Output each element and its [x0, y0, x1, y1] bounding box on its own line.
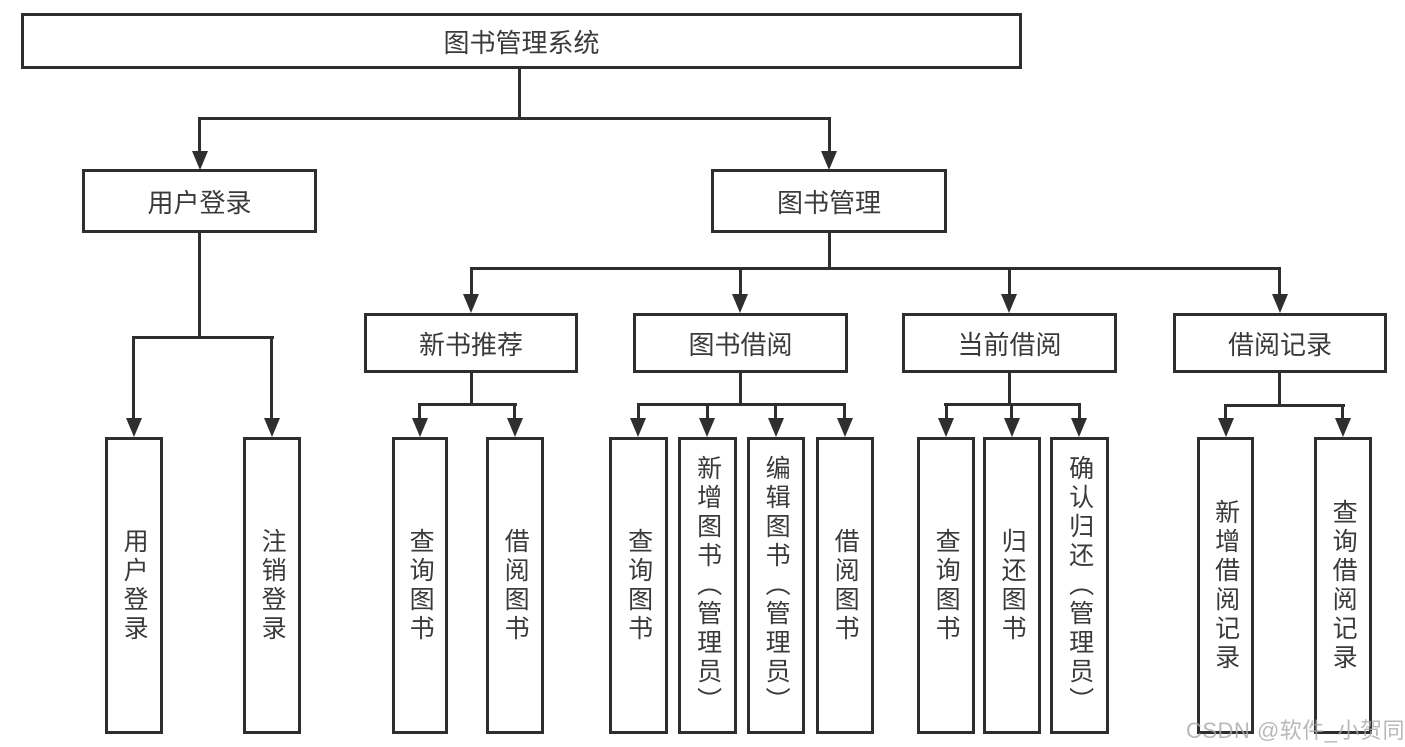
arrowhead-leaf-logout	[264, 418, 280, 437]
arrowhead-rc-query	[1335, 418, 1351, 437]
leaf-user-login: 用户登录	[105, 437, 163, 734]
node-borrow-record: 借阅记录	[1173, 313, 1387, 373]
connector-stub-book-borrow	[739, 267, 742, 295]
connector-stub-cu-query	[945, 403, 948, 421]
connector-stub-current-borrow	[1008, 267, 1011, 295]
connector-stub-rc-query	[1341, 404, 1344, 421]
connector-root-rail	[198, 117, 831, 120]
leaf-query-books-1: 查询图书	[392, 437, 448, 734]
arrowhead-cu-return	[1004, 418, 1020, 437]
arrowhead-cu-query	[938, 418, 954, 437]
connector-stub-bw-borrow	[843, 403, 846, 421]
connector-stub-rc-add	[1224, 404, 1227, 421]
arrowhead-leaf-login	[126, 418, 142, 437]
connector-borrowrecord-drop	[1278, 373, 1281, 406]
connector-stub-book-mgmt	[828, 117, 831, 155]
leaf-borrow-books-1: 借阅图书	[486, 437, 544, 734]
leaf-query-books-2-label: 查询图书	[624, 527, 653, 644]
leaf-return-books: 归还图书	[983, 437, 1041, 734]
leaf-query-books-1-label: 查询图书	[406, 527, 435, 644]
connector-userlogin-rail	[132, 336, 274, 339]
connector-bookborrow-drop	[739, 373, 742, 405]
arrowhead-nb-query	[412, 418, 428, 437]
leaf-user-login-label: 用户登录	[120, 527, 149, 644]
connector-stub-user-login	[198, 117, 201, 155]
leaf-edit-books-admin: 编辑图书（管理员）	[747, 437, 805, 734]
leaf-logout: 注销登录	[243, 437, 301, 734]
leaf-borrow-books-1-label: 借阅图书	[501, 527, 530, 644]
connector-root-drop	[518, 69, 521, 120]
node-book-management: 图书管理	[711, 169, 947, 233]
leaf-borrow-books-2: 借阅图书	[816, 437, 874, 734]
leaf-add-borrow-record-label: 新增借阅记录	[1211, 498, 1240, 673]
leaf-borrow-books-2-label: 借阅图书	[831, 527, 860, 644]
leaf-logout-label: 注销登录	[258, 527, 287, 644]
node-library-system: 图书管理系统	[21, 13, 1022, 69]
connector-stub-nb-query	[418, 403, 421, 421]
connector-stub-bw-add	[706, 403, 709, 421]
node-current-borrow: 当前借阅	[902, 313, 1117, 373]
connector-stub-nb-borrow	[513, 403, 516, 421]
connector-stub-leaf-login	[132, 336, 135, 420]
connector-stub-new-book	[470, 267, 473, 295]
connector-stub-borrow-record	[1278, 267, 1281, 295]
arrowhead-borrow-record	[1272, 294, 1288, 313]
connector-bookborrow-rail	[637, 403, 845, 406]
arrowhead-book-borrow	[732, 294, 748, 313]
node-book-borrow: 图书借阅	[633, 313, 848, 373]
leaf-confirm-return-admin-label: 确认归还（管理员）	[1065, 455, 1094, 716]
leaf-query-books-3-label: 查询图书	[932, 527, 961, 644]
arrowhead-rc-add	[1218, 418, 1234, 437]
leaf-edit-books-admin-label: 编辑图书（管理员）	[762, 455, 791, 716]
leaf-query-borrow-record-label: 查询借阅记录	[1329, 498, 1358, 673]
leaf-query-books-2: 查询图书	[609, 437, 668, 734]
connector-userlogin-drop	[198, 232, 201, 338]
leaf-add-books-admin: 新增图书（管理员）	[678, 437, 737, 734]
arrowhead-book-mgmt	[821, 151, 837, 170]
connector-stub-cu-confirm	[1078, 403, 1081, 421]
connector-stub-bw-query	[637, 403, 640, 421]
arrowhead-cu-confirm	[1071, 418, 1087, 437]
connector-borrowrecord-rail	[1224, 404, 1345, 407]
watermark: CSDN @软件_小贺同学	[1186, 718, 1405, 743]
leaf-query-books-3: 查询图书	[917, 437, 975, 734]
connector-newbook-drop	[470, 373, 473, 405]
arrowhead-new-book	[463, 294, 479, 313]
leaf-return-books-label: 归还图书	[998, 527, 1027, 644]
leaf-add-books-admin-label: 新增图书（管理员）	[693, 455, 722, 716]
leaf-confirm-return-admin: 确认归还（管理员）	[1050, 437, 1109, 734]
connector-bookmgmt-drop	[828, 232, 831, 269]
node-new-book-recommend: 新书推荐	[364, 313, 578, 373]
arrowhead-user-login	[192, 151, 208, 170]
connector-bookmgmt-rail	[470, 267, 1281, 270]
node-user-login: 用户登录	[82, 169, 317, 233]
arrowhead-bw-add	[699, 418, 715, 437]
arrowhead-bw-query	[630, 418, 646, 437]
arrowhead-nb-borrow	[507, 418, 523, 437]
arrowhead-bw-edit	[768, 418, 784, 437]
connector-stub-bw-edit	[774, 403, 777, 421]
arrowhead-current-borrow	[1001, 294, 1017, 313]
arrowhead-bw-borrow	[837, 418, 853, 437]
connector-newbook-rail	[418, 403, 517, 406]
connector-stub-cu-return	[1010, 403, 1013, 421]
connector-currentborrow-drop	[1008, 373, 1011, 405]
leaf-add-borrow-record: 新增借阅记录	[1197, 437, 1254, 734]
leaf-query-borrow-record: 查询借阅记录	[1314, 437, 1372, 734]
connector-stub-leaf-logout	[270, 336, 273, 420]
